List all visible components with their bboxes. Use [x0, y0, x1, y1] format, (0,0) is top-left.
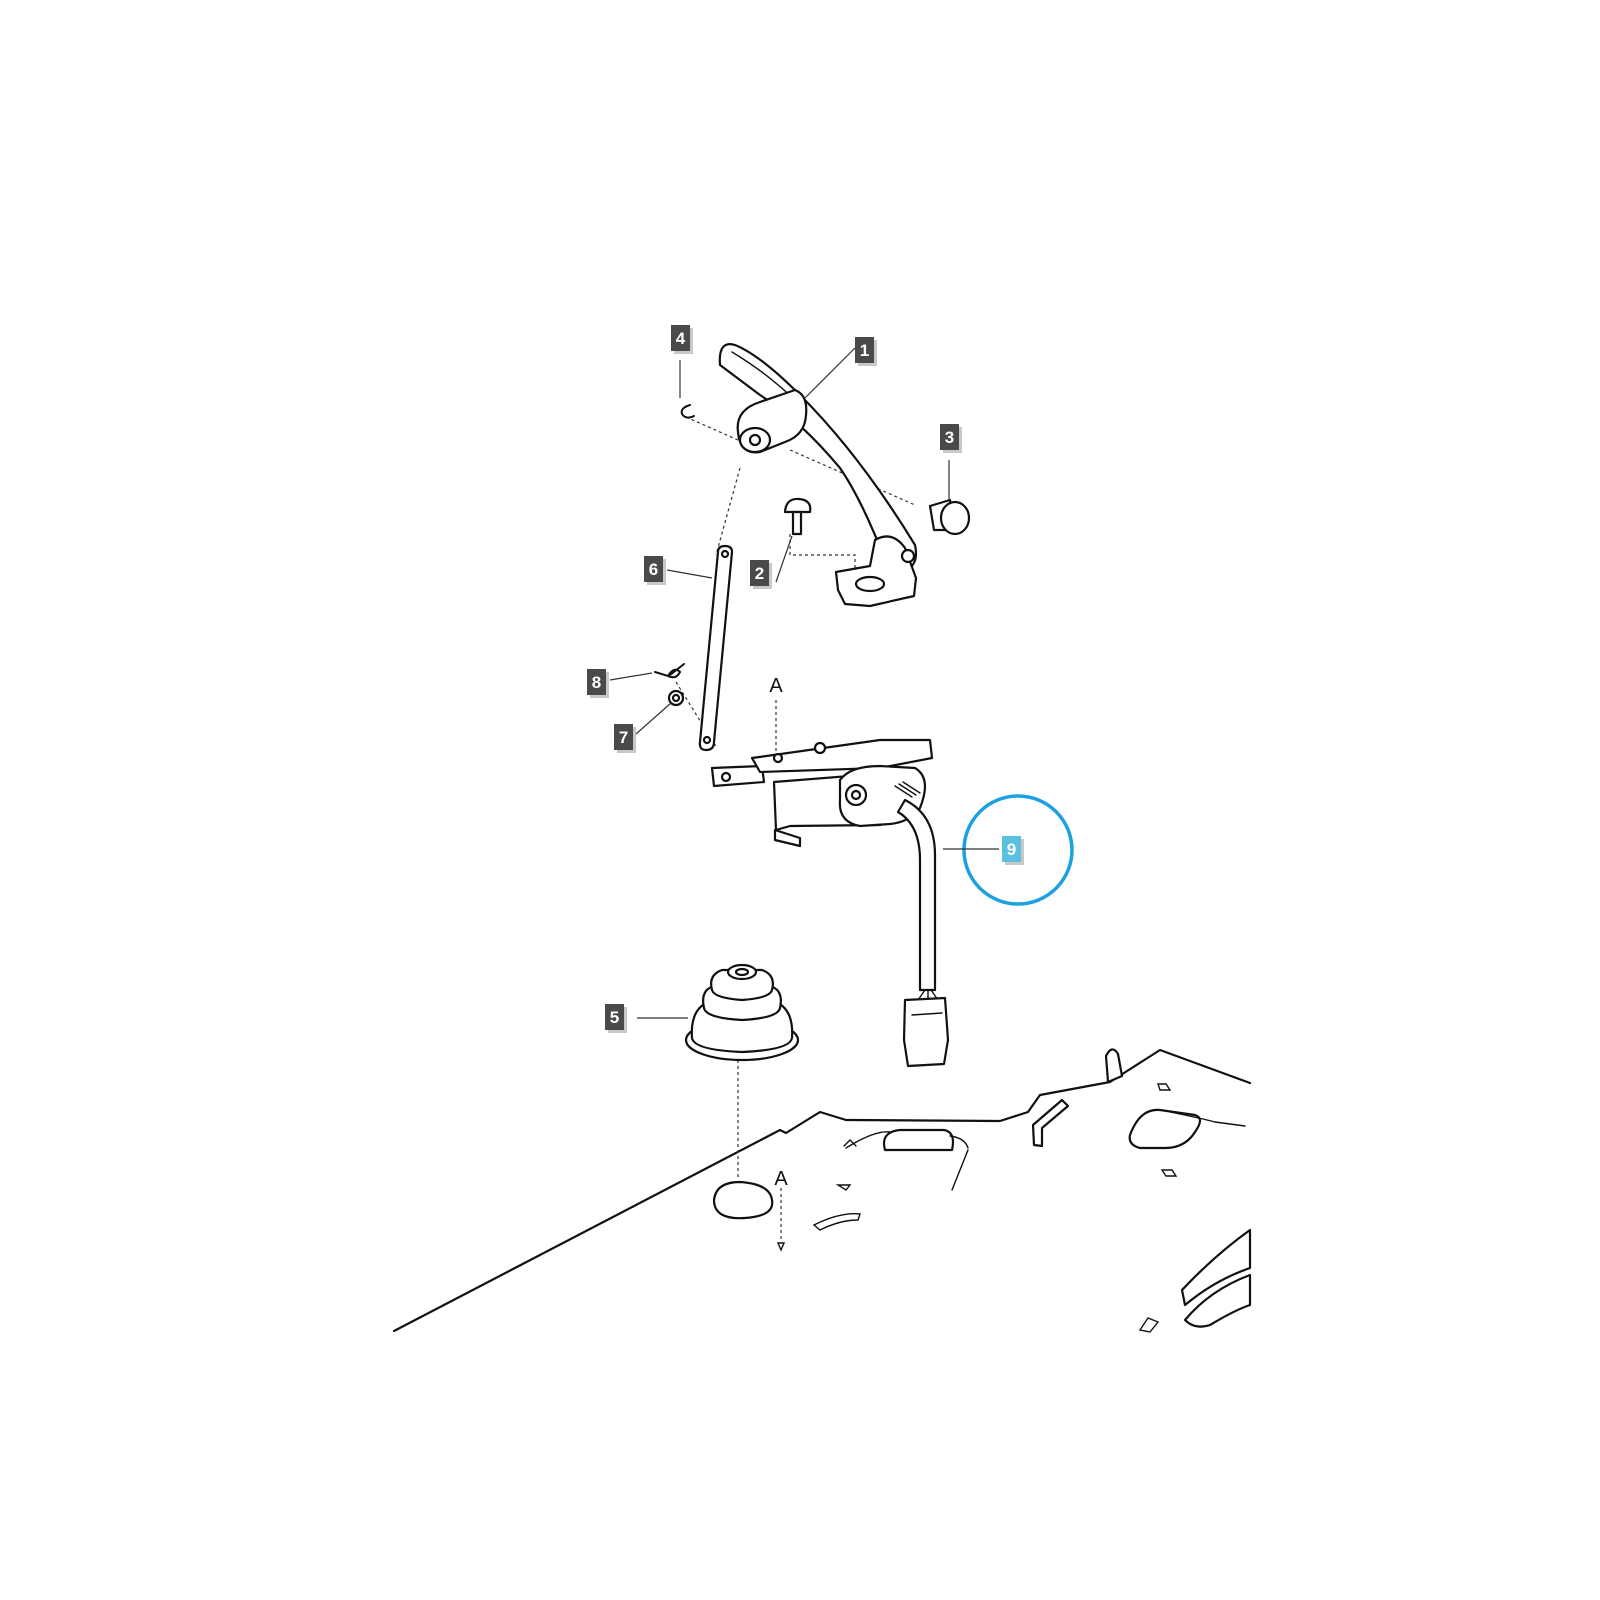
callout-8-number: 8 [592, 673, 601, 692]
callout-5: 5 [605, 1004, 627, 1033]
reference-arrow-lower [776, 1242, 786, 1252]
callout-8: 8 [587, 669, 609, 698]
callout-3-number: 3 [945, 428, 954, 447]
link-rod [698, 544, 734, 752]
callout-7-number: 7 [619, 728, 628, 747]
callout-6-number: 6 [649, 560, 658, 579]
washer [667, 689, 685, 707]
callout-1-number: 1 [860, 341, 869, 360]
floor-panel [392, 1048, 1252, 1333]
e-clip [680, 404, 695, 419]
screw [783, 497, 812, 536]
rubber-boot [684, 963, 800, 1062]
highlight-circle [962, 794, 1074, 906]
callout-9: 9 [1002, 836, 1024, 865]
callout-6: 6 [644, 556, 666, 585]
callout-4-number: 4 [676, 329, 686, 348]
pedal-arm [718, 343, 918, 608]
callout-9-number: 9 [1007, 840, 1016, 859]
callout-4: 4 [671, 325, 693, 354]
callout-1: 1 [855, 337, 877, 366]
leader-lines [609, 347, 999, 1019]
callout-5-number: 5 [610, 1008, 619, 1027]
reference-letter-a-upper: A [769, 675, 783, 697]
switch-with-harness [710, 738, 950, 1068]
reference-letter-a-lower: A [774, 1168, 788, 1190]
callout-2: 2 [750, 560, 772, 589]
pedal-pad [928, 498, 971, 536]
hairpin-clip [654, 663, 685, 679]
callout-3: 3 [940, 424, 962, 453]
callout-2-number: 2 [755, 564, 764, 583]
callout-7: 7 [614, 724, 636, 753]
